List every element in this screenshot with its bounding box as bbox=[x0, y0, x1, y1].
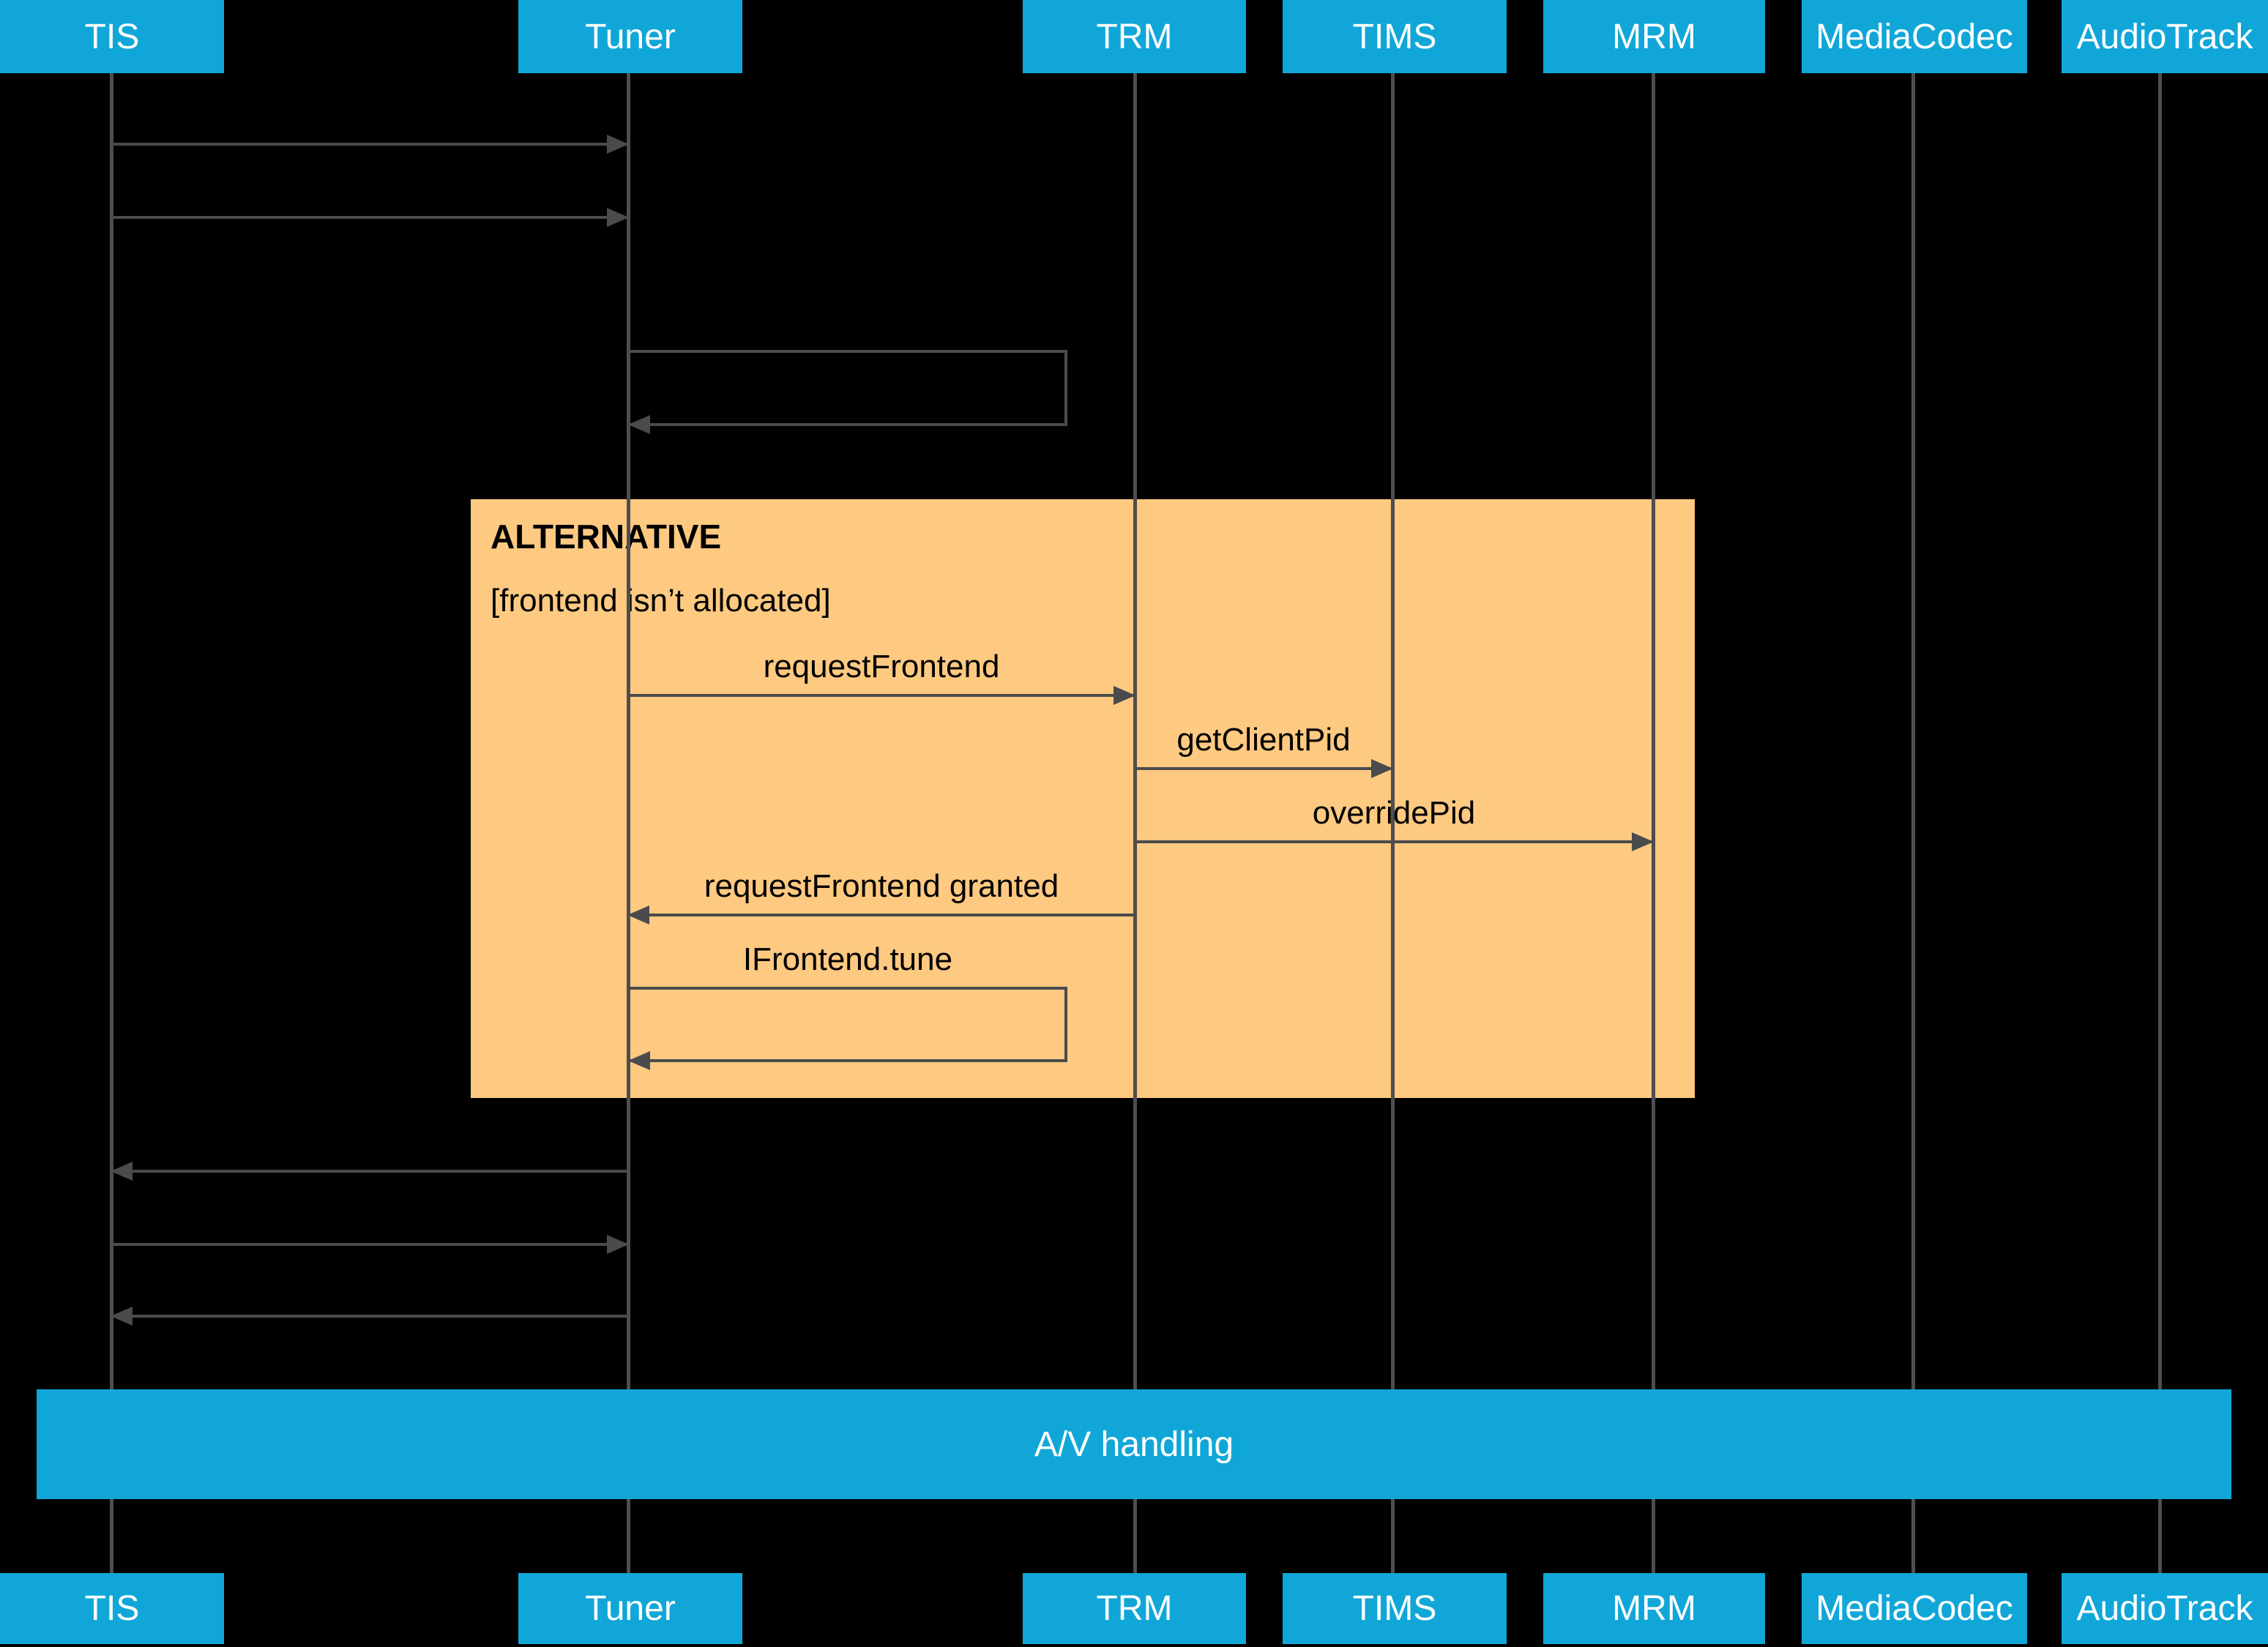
message-arrow-requestfrontend-granted bbox=[627, 905, 1135, 925]
actor-label: TRM bbox=[1096, 1589, 1173, 1628]
message-label-requestfrontend-granted: requestFrontend granted bbox=[704, 868, 1059, 904]
message-label-getclientpid: getClientPid bbox=[1176, 722, 1351, 758]
message-label-requestfrontend: requestFrontend bbox=[763, 649, 1000, 684]
lifeline-audiotrack bbox=[2158, 73, 2162, 1573]
lifeline-mediacodec bbox=[1911, 73, 1915, 1573]
actor-label: MediaCodec bbox=[1816, 17, 2013, 56]
actor-top-mrm: MRM bbox=[1543, 0, 1765, 73]
actor-bottom-tuner: Tuner bbox=[518, 1573, 742, 1644]
actor-label: MediaCodec bbox=[1816, 1589, 2013, 1628]
alt-fragment: ALTERNATIVE [frontend isn’t allocated] bbox=[471, 499, 1695, 1098]
message-arrow-tuner-to-tis-1 bbox=[111, 1162, 628, 1181]
actor-bottom-trm: TRM bbox=[1023, 1573, 1246, 1644]
actor-top-audiotrack: AudioTrack bbox=[2062, 0, 2268, 73]
actor-top-tuner: Tuner bbox=[518, 0, 742, 73]
message-label-ifrontend-tune: IFrontend.tune bbox=[742, 941, 953, 977]
self-call-ifrontend-tune bbox=[628, 987, 1067, 1070]
message-arrow-tis-to-tuner-1 bbox=[111, 135, 629, 154]
message-arrow-overridepid bbox=[1135, 832, 1654, 851]
message-arrow-tis-to-tuner-3 bbox=[111, 1235, 629, 1254]
actor-label: AudioTrack bbox=[2076, 1589, 2253, 1628]
lifeline-tuner bbox=[627, 73, 630, 1573]
self-call-tuner-1 bbox=[628, 350, 1067, 434]
actor-bottom-audiotrack: AudioTrack bbox=[2062, 1573, 2268, 1644]
actor-bottom-mediacodec: MediaCodec bbox=[1802, 1573, 2027, 1644]
actor-label: TIMS bbox=[1352, 17, 1437, 56]
actor-label: TIS bbox=[84, 17, 140, 56]
message-arrow-tis-to-tuner-2 bbox=[111, 208, 629, 227]
alt-guard-label: [frontend isn’t allocated] bbox=[490, 583, 831, 619]
actor-label: Tuner bbox=[585, 17, 676, 56]
message-arrow-requestfrontend bbox=[628, 686, 1135, 705]
actor-label: AudioTrack bbox=[2076, 17, 2253, 56]
lifeline-tims bbox=[1391, 73, 1395, 1573]
av-handling-band: A/V handling bbox=[37, 1389, 2231, 1499]
actor-label: MRM bbox=[1612, 1589, 1696, 1628]
actor-label: TRM bbox=[1096, 17, 1173, 56]
actor-label: TIMS bbox=[1352, 1589, 1437, 1628]
actor-top-tis: TIS bbox=[0, 0, 224, 73]
actor-bottom-tis: TIS bbox=[0, 1573, 224, 1644]
actor-bottom-mrm: MRM bbox=[1543, 1573, 1765, 1644]
actor-top-tims: TIMS bbox=[1283, 0, 1507, 73]
actor-bottom-tims: TIMS bbox=[1283, 1573, 1507, 1644]
actor-top-mediacodec: MediaCodec bbox=[1802, 0, 2027, 73]
actor-top-trm: TRM bbox=[1023, 0, 1246, 73]
lifeline-tis bbox=[110, 73, 113, 1573]
message-label-overridepid: overridePid bbox=[1312, 795, 1476, 831]
actor-label: MRM bbox=[1612, 17, 1696, 56]
lifeline-trm bbox=[1133, 73, 1137, 1573]
message-arrow-getclientpid bbox=[1135, 759, 1393, 778]
actor-label: Tuner bbox=[585, 1589, 676, 1628]
message-arrow-tuner-to-tis-2 bbox=[111, 1307, 628, 1326]
lifeline-mrm bbox=[1652, 73, 1655, 1573]
alt-operator-label: ALTERNATIVE bbox=[490, 518, 722, 556]
av-handling-label: A/V handling bbox=[1034, 1424, 1234, 1464]
actor-label: TIS bbox=[84, 1589, 140, 1628]
